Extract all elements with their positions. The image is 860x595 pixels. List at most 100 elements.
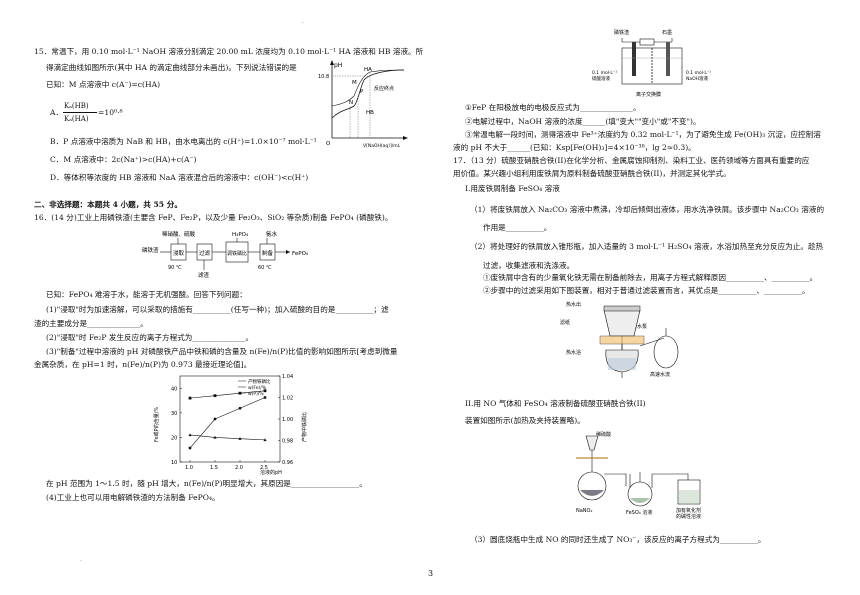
q16-end-c2: 液的 pH 不大于______(已知：Ksp[Fe(OH)₃]=4×10⁻³⁸，… [453, 143, 696, 152]
legend-label: 产物铁磷比 [248, 378, 271, 385]
y-tick-left-label: 20 [171, 435, 177, 441]
app2-right-2: 的碱性溶液 [676, 513, 701, 520]
y-tick-right-label: 0.98 [282, 439, 293, 445]
q17-s1b: 作用是__________。 [483, 223, 552, 232]
q17-s2d: ②步骤中的过滤采用如下图装置，相对于普通过滤装置而言，其优点是_________… [483, 286, 810, 295]
process-flow-diagram: 稀硝酸、硫酸 H₃PO₄ 氨水 磷铁渣 浸取 过滤 调铁磷比 制备 FePO₄ … [142, 230, 309, 279]
q17-s2b: 过滤，收集滤液和洗涤液。 [483, 261, 575, 270]
data-point [213, 435, 217, 439]
q17-s3: （3）圆底烧瓶中生成 NO 的同时还生成了 NO₃⁻，该反应的离子方程式为___… [470, 535, 766, 544]
graph-ytick: 10.8 [318, 74, 329, 80]
q15-option-b: B．P 点溶液中溶质为 NaB 和 HB，由水电离出的 c(H⁺)=1.0×10… [50, 137, 317, 146]
q17-part-2b: 装置如图所示(加热及夹持装置略)。 [465, 416, 585, 425]
data-point [188, 396, 192, 400]
cell-right-solution-2: NaOH溶液 [686, 75, 709, 82]
chart-ylabel-left: Fe或P的含量/% [153, 407, 160, 442]
q17-s2c: ①废铁屑中含有的少量氧化铁无需在制备前除去，用离子方程式解释原因________… [483, 273, 818, 282]
data-point [213, 394, 217, 398]
x-tick-label: 1.0 [185, 465, 193, 471]
point-p: P [360, 89, 364, 95]
data-point [213, 417, 217, 421]
cell-right-solution: 0.1 mol·L⁻¹ [686, 70, 711, 76]
chart-xlabel: 溶液的pH [260, 469, 282, 476]
point-m: M [352, 80, 357, 86]
data-point [238, 406, 242, 410]
no-generation-apparatus: 稀硫酸 NaNO₂ FeSO₄ 溶液 加有氧化剂 的碱性溶液 [576, 431, 701, 520]
y-tick-left-label: 10 [171, 460, 177, 466]
q15-option-a-numerator: Kₐ(HB) [64, 102, 89, 110]
q16-part-3: (3)"制备"过程中溶液的 pH 对磷酸铁产品中铁和磷的含量及 n(Fe)/n(… [46, 347, 398, 356]
q15-known: 已知：M 点溶液中 c(A⁻)=c(HA) [46, 80, 161, 89]
q17-stem: 17．（13 分）硫酸亚硝酰合铁(II)在化学分析、金属腐蚀抑制剂、染料工业、医… [453, 156, 810, 165]
graph-origin: O [326, 141, 331, 147]
cell-top-1: 磷铁渣 [614, 29, 629, 36]
flow-reagent-2: H₃PO₄ [232, 232, 249, 238]
q17-s1: （1）将废铁屑放入 Na₂CO₃ 溶液中煮沸，冷却后倾倒出液体，用水洗净铁屑。该… [470, 205, 825, 214]
series-line-0 [189, 397, 266, 449]
flow-product: FePO₄ [292, 251, 309, 257]
legend-label: w(P)/% [248, 391, 264, 397]
legend-label: w(Fe)/% [248, 385, 267, 391]
flow-temp-2: 60 ℃ [258, 265, 272, 271]
q15-option-a-tail: =10⁰·⁸ [98, 108, 123, 117]
data-point [263, 396, 267, 399]
data-point [263, 438, 267, 442]
q16-end-b: ②电解过程中，NaOH 溶液的浓度______(填"变大""变小"或"不变")。 [465, 117, 701, 126]
data-point [238, 437, 242, 440]
titration-graph: pH 10.8 O V[NaOH(aq)]/mL HA HB M P N 反应终… [318, 60, 408, 149]
q17-stem-2: 用价值。某兴趣小组利用废铁屑为原料制备硫酸亚硝酰合铁(II)，并测定其化学式。 [453, 169, 731, 178]
data-point [263, 389, 267, 393]
y-tick-left-label: 30 [171, 411, 177, 417]
app1-hot-water: 热水出 [566, 301, 581, 308]
chart-ylabel-right: 产物中铁磷比 [301, 412, 308, 442]
flow-residue: 滤渣 [198, 271, 210, 279]
q16-end-a: ①FeP 在阳极放电的电极反应式为______________。 [465, 103, 641, 112]
flow-temp-1: 90 ℃ [168, 265, 182, 271]
app1-filter: 滤纸 [560, 319, 570, 326]
curve-ha [331, 69, 405, 107]
app1-bath: 热水浴 [566, 349, 581, 356]
q16-end-c: ③常温电解一段时间，测得溶液中 Fe³⁺浓度约为 0.32 mol·L⁻¹，为了… [465, 130, 821, 139]
q15-stem-2: 得滴定曲线如图所示(其中 HA 的滴定曲线部分未画出)。下列说法错误的是 [46, 63, 297, 72]
flow-step-4: 制备 [262, 249, 274, 257]
page-number: 3 [428, 569, 434, 578]
x-tick-label: 1.5 [210, 465, 218, 471]
corner-mark: · [80, 558, 82, 565]
q16-stem: 16．(14 分)工业上用磷铁渣(主要含 FeP、Fe₂P，以及少量 Fe₂O₃… [34, 213, 393, 222]
app1-filtrate: 高速水流 [650, 371, 670, 378]
q17-part-1: I.用废铁屑制备 FeSO₄ 溶液 [465, 184, 560, 193]
app1-to-pump: 接水泵 [632, 323, 647, 330]
flow-reagent-1: 稀硝酸、硫酸 [162, 230, 196, 238]
point-n: N [349, 100, 353, 106]
y-tick-right-label: 1.04 [282, 374, 293, 380]
q15-stem: 15．常温下，用 0.10 mol·L⁻¹ NaOH 溶液分别滴定 20.00 … [34, 47, 424, 56]
cell-top-2: 石墨 [662, 30, 672, 36]
label-ha: HA [364, 67, 372, 73]
y-tick-right-label: 1.00 [282, 417, 293, 423]
data-point [188, 446, 192, 450]
q15-option-d: D．等体积等浓度的 HB 溶液和 NaA 溶液混合后的溶液中：c(OH⁻)<c(… [50, 173, 309, 182]
y-tick-left-label: 40 [171, 386, 177, 392]
q16-part-1: (1)"浸取"时为加速溶解，可以采取的措施有__________(任写一种)；加… [46, 305, 389, 314]
cell-membrane: 离子交换膜 [636, 91, 661, 98]
app2-right-1: 加有氧化剂 [676, 507, 701, 514]
electrolysis-cell: 磷铁渣 石墨 0.1 mol·L⁻¹ 硫酸溶液 0.1 mol·L⁻¹ NaOH… [592, 29, 711, 98]
graph-ylabel: pH [334, 62, 342, 69]
label-endpoint: 反应终点 [374, 85, 394, 92]
flow-start: 磷铁渣 [142, 246, 159, 254]
flow-step-2: 过滤 [199, 249, 211, 257]
q15-option-c: C．M 点溶液中：2c(Na⁺)>c(HA)+c(A⁻) [50, 155, 197, 164]
app2-acid: 稀硫酸 [596, 431, 611, 438]
flow-step-1: 浸取 [173, 249, 185, 257]
q16-part-3c: 在 pH 范围为 1～1.5 时，随 pH 增大，n(Fe)/n(P)明显增大，… [46, 479, 367, 488]
app2-flask: NaNO₂ [576, 508, 592, 514]
q16-part-1b: 渣的主要成分是______________。 [34, 319, 148, 328]
y-tick-right-label: 0.96 [282, 460, 293, 466]
ph-effect-chart: Fe或P的含量/% 产物中铁磷比 溶液的pH 1.0 1.5 2.0 2.5 10 20 3… [153, 374, 308, 476]
x-tick-label: 2.5 [260, 465, 268, 471]
y-tick-right-label: 1.02 [282, 396, 293, 402]
q17-part-2: II.用 NO 气体和 FeSO₄ 溶液制备硫酸亚硝酰合铁(II) [465, 399, 646, 408]
q15-option-a-label: A． [50, 108, 64, 117]
q16-part-4: (4)工业上也可以用电解磷铁渣的方法制备 FePO₄。 [46, 493, 220, 502]
x-tick-label: 2.0 [235, 465, 243, 471]
